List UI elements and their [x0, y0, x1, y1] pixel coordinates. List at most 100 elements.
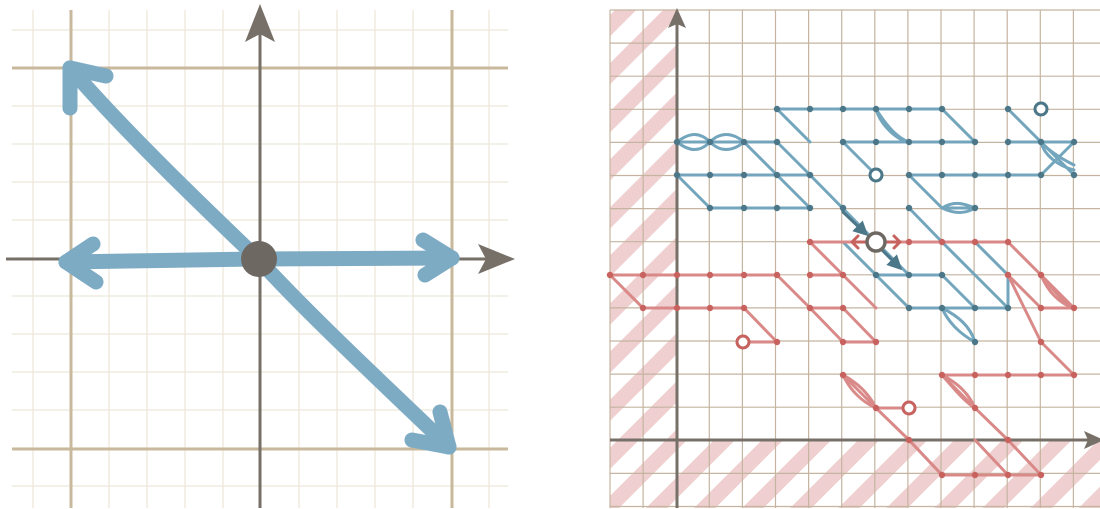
red-node	[905, 238, 913, 246]
blue-node	[872, 105, 880, 113]
left-y-axis-arrowhead	[245, 4, 275, 42]
blue-node	[971, 171, 979, 179]
origin-dot-icon	[241, 241, 277, 277]
red-node	[971, 371, 979, 379]
red-node	[740, 304, 748, 312]
blue-node	[1004, 171, 1012, 179]
blue-node	[1070, 138, 1078, 146]
blue-node	[938, 138, 946, 146]
blue-node	[938, 271, 946, 279]
blue-node	[740, 171, 748, 179]
step-arrow-up-left-icon	[62, 60, 266, 267]
blue-node	[938, 304, 946, 312]
blue-node	[938, 171, 946, 179]
red-node	[773, 271, 781, 279]
blue-node	[1070, 171, 1078, 179]
red-node	[839, 271, 847, 279]
step-arrow-right-icon	[250, 232, 460, 283]
blue-node	[1004, 304, 1012, 312]
blue-node	[971, 304, 979, 312]
blue-node	[839, 204, 847, 212]
red-node	[872, 338, 880, 346]
red-node	[938, 238, 946, 246]
red-node	[839, 338, 847, 346]
blue-node	[905, 138, 913, 146]
blue-node	[971, 138, 979, 146]
blue-node	[905, 304, 913, 312]
blue-node	[773, 138, 781, 146]
red-node	[806, 304, 814, 312]
red-node	[1037, 304, 1045, 312]
blue-node	[773, 105, 781, 113]
red-node	[938, 471, 946, 479]
red-node	[839, 371, 847, 379]
blue-node	[806, 105, 814, 113]
red-node	[806, 238, 814, 246]
blue-node	[706, 138, 714, 146]
blue-node	[839, 138, 847, 146]
blue-node	[872, 138, 880, 146]
blue-node	[673, 171, 681, 179]
blue-node	[806, 171, 814, 179]
red-node	[938, 371, 946, 379]
red-node	[1004, 271, 1012, 279]
blue-node	[706, 171, 714, 179]
red-node	[1037, 271, 1045, 279]
red-nodes	[606, 238, 1078, 479]
blue-node	[905, 204, 913, 212]
red-node	[673, 271, 681, 279]
blue-open-node-mid	[868, 167, 884, 183]
blue-node	[971, 204, 979, 212]
blue-node	[706, 204, 714, 212]
red-node	[673, 304, 681, 312]
red-node	[706, 271, 714, 279]
step-arrows	[58, 60, 460, 455]
blue-node	[839, 105, 847, 113]
step-arrow-left-icon	[58, 236, 266, 290]
red-node	[905, 436, 913, 444]
walk-panel	[606, 8, 1100, 508]
red-node	[1004, 238, 1012, 246]
red-node	[1037, 371, 1045, 379]
current-position-marker-icon	[865, 231, 887, 253]
blue-node	[938, 105, 946, 113]
blue-open-node-top	[1033, 101, 1049, 117]
right-x-axis-arrowhead	[1084, 431, 1100, 449]
blue-node	[971, 338, 979, 346]
red-node	[1004, 436, 1012, 444]
red-node	[1004, 471, 1012, 479]
red-node	[872, 404, 880, 412]
current-step-arrows	[841, 210, 903, 271]
blue-node	[773, 204, 781, 212]
red-node	[971, 404, 979, 412]
red-node	[1004, 371, 1012, 379]
blue-node	[905, 271, 913, 279]
right-axes	[610, 8, 1100, 508]
red-node	[1070, 304, 1078, 312]
blue-node	[905, 105, 913, 113]
red-node	[606, 271, 614, 279]
red-node	[971, 471, 979, 479]
red-node	[773, 338, 781, 346]
red-node	[971, 238, 979, 246]
blue-node	[1037, 138, 1045, 146]
blue-node	[673, 138, 681, 146]
blue-node	[905, 171, 913, 179]
blue-node	[1004, 105, 1012, 113]
blue-node	[740, 204, 748, 212]
left-x-axis-arrowhead	[478, 244, 515, 274]
red-node	[839, 304, 847, 312]
right-y-axis-arrowhead	[668, 8, 686, 28]
blue-node	[872, 271, 880, 279]
red-open-node-left	[735, 334, 751, 350]
red-open-node-bottom	[901, 400, 917, 416]
red-node	[1037, 471, 1045, 479]
red-node	[806, 271, 814, 279]
blue-node	[740, 138, 748, 146]
red-node	[639, 271, 647, 279]
blue-node	[1004, 138, 1012, 146]
blue-node	[1037, 171, 1045, 179]
blue-node	[806, 204, 814, 212]
step-arrow-down-right-icon	[250, 251, 457, 455]
